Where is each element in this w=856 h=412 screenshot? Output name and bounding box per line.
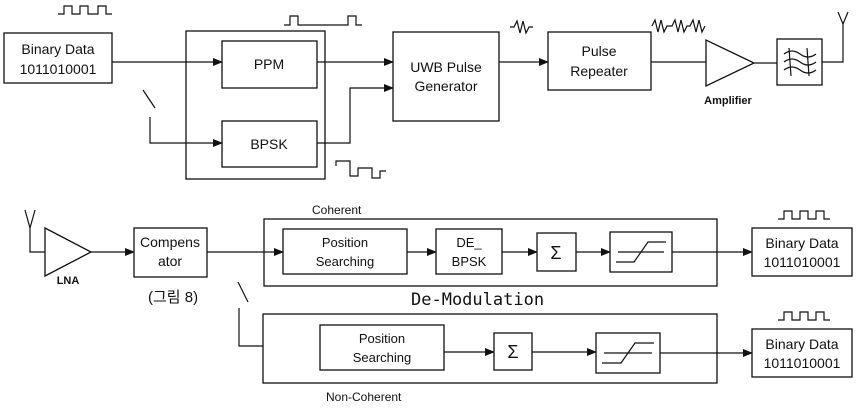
repeater-label-2: Repeater <box>570 63 628 79</box>
pos-search-2-label-1: Position <box>359 331 405 346</box>
uwb-label-2: Generator <box>414 78 477 94</box>
bpsk-block: BPSK <box>221 120 318 168</box>
binary-data-value: 1011010001 <box>20 61 97 77</box>
coherent-label: Coherent <box>312 203 362 217</box>
pulse-wave-repeater <box>651 18 706 34</box>
rx-antenna-icon <box>24 209 45 253</box>
arrow-to-bpsk <box>149 117 223 147</box>
bpsk-label: BPSK <box>250 136 288 152</box>
binary-out-2-value: 1011010001 <box>764 355 841 371</box>
position-searching-coherent-block: Position Searching <box>282 228 408 275</box>
lna-triangle <box>44 226 93 278</box>
square-wave-tx-input <box>58 5 112 15</box>
binary-output-coherent-block: Binary Data 1011010001 <box>751 227 853 277</box>
uwb-label-1: UWB Pulse <box>410 59 482 75</box>
noncoherent-label: Non-Coherent <box>326 390 402 404</box>
de-bpsk-label-1: DE_ <box>456 235 482 250</box>
square-wave-rx-output-1 <box>778 210 830 220</box>
pos-search-1-label-2: Searching <box>316 254 375 269</box>
ppm-label: PPM <box>254 56 284 72</box>
de-bpsk-label-2: BPSK <box>452 254 487 269</box>
switch-rx <box>237 281 249 303</box>
position-searching-noncoherent-block: Position Searching <box>319 324 445 371</box>
compensator-block: Compens ator <box>133 227 208 278</box>
binary-data-input-block: Binary Data 1011010001 <box>3 32 113 84</box>
limiter-noncoherent-block <box>595 332 661 374</box>
arrow-bpsk-to-uwb <box>317 84 394 144</box>
ppm-block: PPM <box>221 40 318 89</box>
square-wave-ppm <box>284 15 362 26</box>
amplifier-label: Amplifier <box>704 95 752 107</box>
summation-noncoherent-block: Σ <box>493 332 533 371</box>
sum-symbol-2: Σ <box>507 342 518 362</box>
uwb-pulse-generator-block: UWB Pulse Generator <box>392 31 500 122</box>
pos-search-1-label-1: Position <box>322 235 368 250</box>
summation-coherent-block: Σ <box>536 232 577 272</box>
square-wave-rx-output-2 <box>778 311 830 321</box>
switch-tx <box>142 89 156 109</box>
sum-symbol-1: Σ <box>550 243 561 263</box>
binary-data-label: Binary Data <box>21 41 94 57</box>
tx-antenna-icon <box>822 11 849 63</box>
compensator-label-1: Compens <box>140 234 200 250</box>
pulse-repeater-block: Pulse Repeater <box>547 31 652 91</box>
pos-search-2-label-2: Searching <box>353 350 412 365</box>
binary-out-2-label: Binary Data <box>765 336 838 352</box>
binary-output-noncoherent-block: Binary Data 1011010001 <box>751 328 853 378</box>
amplifier-triangle <box>705 38 756 88</box>
limiter-coherent-block <box>609 231 673 273</box>
figure-reference: (그림 8) <box>148 289 198 306</box>
pulse-wave-uwb <box>510 19 533 35</box>
lna-label: LNA <box>57 275 80 287</box>
de-bpsk-block: DE_ BPSK <box>435 228 503 275</box>
demodulation-label: De-Modulation <box>411 290 544 310</box>
repeater-label-1: Pulse <box>581 43 616 59</box>
compensator-label-2: ator <box>158 253 182 269</box>
band-filter-block <box>776 38 823 86</box>
square-wave-bpsk <box>335 160 386 179</box>
binary-out-1-value: 1011010001 <box>764 254 841 270</box>
binary-out-1-label: Binary Data <box>765 235 838 251</box>
